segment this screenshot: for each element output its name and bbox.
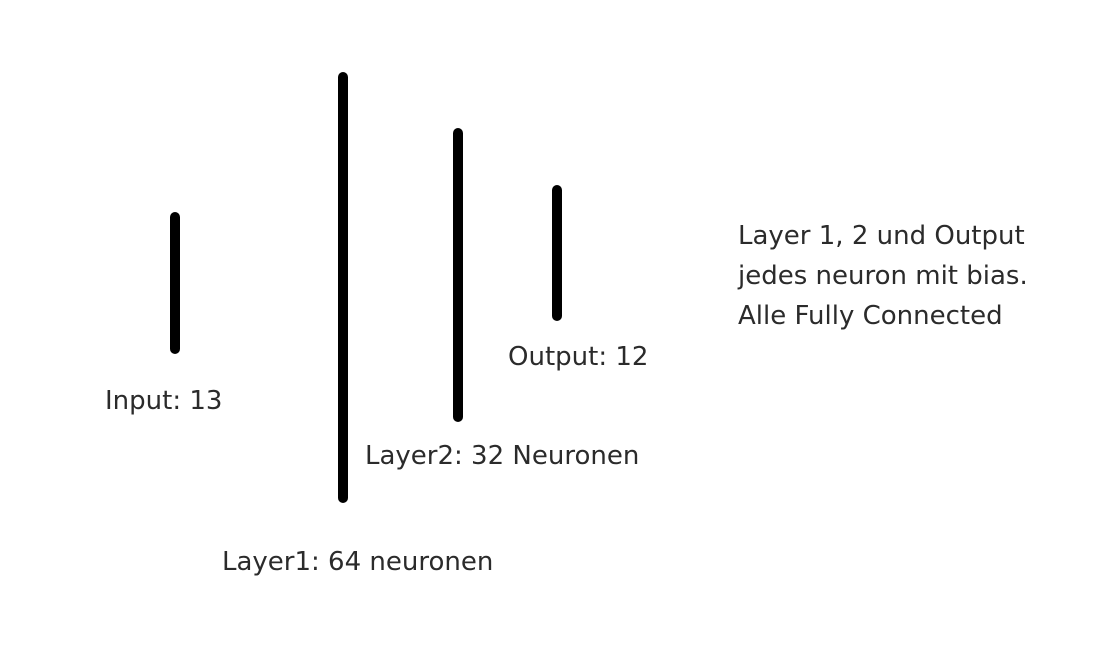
input-layer-label: Input: 13 xyxy=(105,386,223,416)
network-note: Layer 1, 2 und Output jedes neuron mit b… xyxy=(738,216,1028,336)
note-line-1: Layer 1, 2 und Output xyxy=(738,221,1025,251)
layer2-label: Layer2: 32 Neuronen xyxy=(365,441,640,471)
note-line-2: jedes neuron mit bias. xyxy=(738,261,1028,291)
note-line-3: Alle Fully Connected xyxy=(738,301,1003,331)
layer1-label: Layer1: 64 neuronen xyxy=(222,547,494,577)
output-layer-label: Output: 12 xyxy=(508,342,649,372)
